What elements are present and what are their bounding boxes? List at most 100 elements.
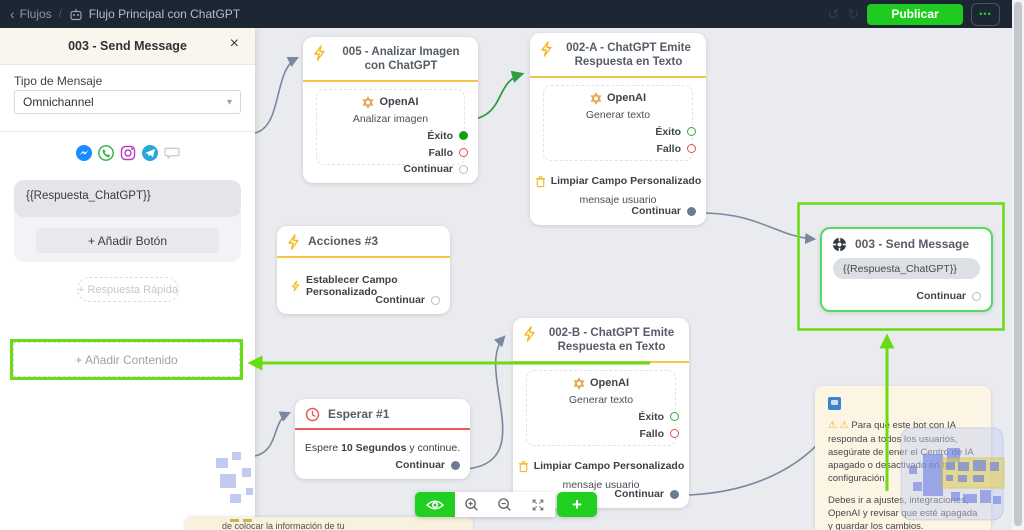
eye-icon	[426, 500, 444, 509]
undo-icon[interactable]: ↺	[827, 6, 840, 22]
success-port[interactable]	[687, 127, 696, 137]
quick-reply-button[interactable]: + Respuesta Rápida	[77, 277, 179, 302]
more-options-button[interactable]: •••	[971, 2, 1000, 26]
whatsapp-icon[interactable]	[97, 145, 114, 161]
continue-port[interactable]	[451, 460, 460, 470]
fail-port[interactable]	[687, 144, 696, 154]
fail-label: Fallo	[656, 142, 681, 155]
edge-002a-to-003	[704, 212, 817, 245]
fail-port[interactable]	[459, 148, 468, 158]
clear-field-label: Limpiar Campo Personalizado	[550, 175, 702, 188]
trash-icon	[535, 175, 546, 188]
sms-icon[interactable]	[163, 145, 180, 161]
note-icon	[828, 397, 841, 410]
add-node-button[interactable]: +	[557, 492, 597, 517]
message-type-select[interactable]: Omnichannel ▾	[14, 90, 241, 114]
continue-port[interactable]	[687, 206, 696, 216]
fit-view-icon	[532, 499, 544, 510]
back-to-flows[interactable]: ‹ Flujos	[10, 7, 52, 21]
preview-button[interactable]	[415, 492, 455, 517]
canvas-toolbar: +	[415, 492, 597, 517]
service-action: Analizar imagen	[352, 112, 429, 125]
robot-icon	[69, 8, 83, 21]
chevron-left-icon: ‹	[10, 6, 15, 22]
lightning-icon	[313, 45, 326, 61]
close-icon[interactable]: ×	[229, 35, 239, 52]
openai-step[interactable]: OpenAI Analizar imagen Éxito Fallo	[316, 88, 468, 165]
zoom-in-button[interactable]	[455, 492, 488, 517]
message-text-field[interactable]: {{Respuesta_ChatGPT}}	[14, 180, 241, 217]
message-card: {{Respuesta_ChatGPT}} + Añadir Botón	[14, 180, 241, 262]
continue-port[interactable]	[670, 489, 679, 499]
note-paragraph: Debes ir a ajustes, integraciones, OpenA…	[828, 495, 978, 530]
publish-button[interactable]: Publicar	[867, 3, 963, 25]
node-005-analizar-imagen[interactable]: 005 - Analizar Imagen con ChatGPT OpenAI…	[303, 37, 478, 183]
note-mark	[243, 519, 252, 522]
node-002a-chatgpt-texto[interactable]: 002-A - ChatGPT Emite Respuesta en Texto…	[530, 33, 706, 225]
telegram-icon[interactable]	[141, 145, 158, 161]
node-acciones-3[interactable]: Acciones #3 Establecer Campo Personaliza…	[277, 226, 450, 314]
zoom-out-button[interactable]	[488, 492, 521, 517]
add-content-highlight: + Añadir Contenido	[10, 339, 243, 380]
openai-step[interactable]: OpenAI Generar texto Éxito Fallo	[543, 84, 696, 161]
note-mark	[230, 519, 239, 522]
continue-port[interactable]	[459, 164, 468, 174]
set-field-step[interactable]: Establecer Campo Personalizado	[291, 274, 450, 298]
breadcrumb-separator: /	[58, 8, 62, 20]
clock-icon	[305, 407, 320, 422]
scrollbar-thumb[interactable]	[1014, 2, 1022, 526]
note-paragraph: ⚠ ⚠ Para que este bot con IA responda a …	[828, 420, 974, 485]
back-label: Flujos	[19, 7, 52, 21]
node-003-send-message[interactable]: 003 - Send Message {{Respuesta_ChatGPT}}…	[820, 227, 993, 312]
clear-field-value: mensaje usuario	[579, 193, 657, 206]
top-bar: ‹ Flujos / Flujo Principal con ChatGPT ↺…	[0, 0, 1024, 28]
sticky-note[interactable]: ⚠ ⚠ Para que este bot con IA responda a …	[815, 386, 991, 530]
flow-title: Flujo Principal con ChatGPT	[88, 7, 241, 21]
node-002b-chatgpt-texto[interactable]: 002-B - ChatGPT Emite Respuesta en Texto…	[513, 318, 689, 508]
continue-label: Continuar	[395, 459, 445, 471]
wait-description: Espere 10 Segundos y continue.	[304, 442, 461, 454]
lightning-icon	[523, 326, 536, 342]
node-title: 002-A - ChatGPT Emite Respuesta en Texto	[566, 42, 691, 69]
clear-field-step[interactable]: Limpiar Campo Personalizado mensaje usua…	[530, 175, 706, 206]
clear-field-label: Limpiar Campo Personalizado	[533, 460, 685, 473]
zoom-in-icon	[465, 498, 478, 511]
node-title: 003 - Send Message	[855, 237, 970, 251]
continue-label: Continuar	[403, 163, 453, 175]
lightning-icon	[287, 234, 300, 250]
edge-002b-continue	[688, 429, 831, 496]
clear-field-value: mensaje usuario	[562, 478, 640, 491]
partial-note[interactable]: de colocar la información de tu	[185, 517, 473, 530]
lightning-icon	[540, 41, 553, 57]
continue-label: Continuar	[375, 294, 425, 306]
success-port[interactable]	[459, 131, 468, 141]
continue-port[interactable]	[972, 291, 981, 301]
fit-view-button[interactable]	[522, 492, 555, 517]
continue-label: Continuar	[916, 290, 966, 302]
add-button-button[interactable]: + Añadir Botón	[36, 228, 219, 253]
messenger-icon[interactable]	[75, 145, 92, 161]
zoom-out-icon	[498, 498, 512, 511]
panel-header: 003 - Send Message ×	[0, 28, 255, 65]
success-label: Éxito	[655, 125, 681, 138]
channel-icons	[0, 145, 255, 161]
edge-esperar-to-002b	[465, 335, 506, 470]
success-port[interactable]	[670, 412, 679, 422]
trash-icon	[518, 460, 529, 473]
fail-port[interactable]	[670, 429, 679, 439]
partial-note-text: de colocar la información de tu	[222, 521, 345, 530]
node-esperar-1[interactable]: Esperar #1 Espere 10 Segundos y continue…	[295, 399, 470, 479]
service-action: Generar texto	[585, 108, 651, 121]
continue-port[interactable]	[431, 295, 440, 305]
instagram-icon[interactable]	[120, 145, 136, 161]
add-content-button[interactable]: + Añadir Contenido	[13, 342, 240, 377]
openai-step[interactable]: OpenAI Generar texto Éxito Fallo	[526, 369, 679, 446]
node-config-panel: 003 - Send Message × Tipo de Mensaje Omn…	[0, 28, 255, 530]
message-preview[interactable]: {{Respuesta_ChatGPT}}	[833, 258, 980, 279]
clear-field-step[interactable]: Limpiar Campo Personalizado mensaje usua…	[513, 460, 689, 491]
node-title: 005 - Analizar Imagen con ChatGPT	[342, 46, 460, 73]
redo-icon[interactable]: ↻	[847, 6, 859, 22]
success-label: Éxito	[638, 410, 664, 423]
openai-icon	[590, 91, 602, 105]
